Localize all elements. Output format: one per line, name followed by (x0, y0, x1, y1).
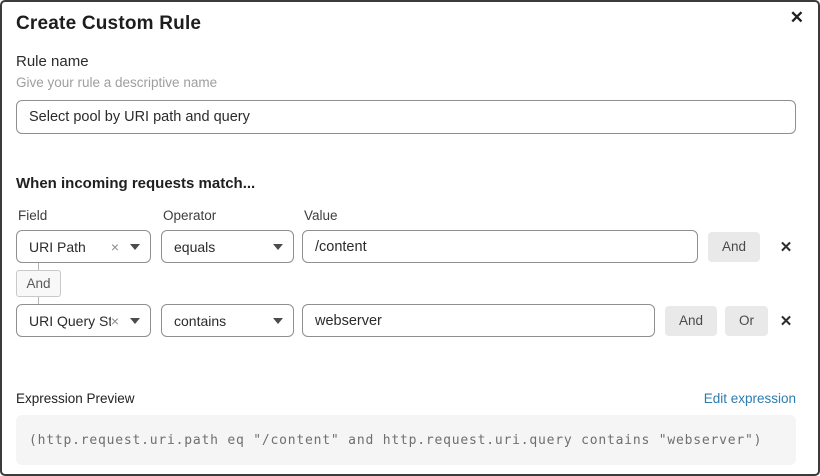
and-button-row-2[interactable]: And (664, 305, 717, 336)
field-select-1-value: URI Path (29, 238, 86, 255)
rule-name-label: Rule name (16, 53, 89, 70)
operator-select-2[interactable]: contains (161, 304, 294, 337)
field-column-label: Field (18, 208, 48, 223)
field-select-2[interactable]: URI Query St... × (16, 304, 151, 337)
match-heading: When incoming requests match... (16, 175, 256, 192)
remove-row-2-icon[interactable]: ✕ (776, 312, 796, 330)
expression-preview-label: Expression Preview (16, 391, 135, 406)
remove-row-1-icon[interactable]: ✕ (776, 238, 796, 256)
match-row-2: URI Query St... × contains And Or ✕ (16, 304, 796, 337)
rule-name-hint: Give your rule a descriptive name (16, 75, 218, 90)
expression-preview-code: (http.request.uri.path eq "/content" and… (16, 415, 796, 465)
operator-select-1[interactable]: equals (161, 230, 294, 263)
value-input-2[interactable] (302, 304, 655, 337)
or-button-row-2[interactable]: Or (725, 305, 768, 336)
value-input-1[interactable] (302, 230, 698, 263)
chevron-down-icon (273, 317, 283, 324)
operator-select-1-value: equals (174, 238, 216, 255)
column-labels: Field Operator Value (16, 208, 796, 223)
rule-name-section: Rule name Give your rule a descriptive n… (16, 53, 796, 134)
and-button-row-1[interactable]: And (707, 231, 760, 262)
dialog-title: Create Custom Rule (16, 13, 202, 34)
close-icon[interactable]: ✕ (789, 8, 804, 27)
and-connector-badge: And (16, 270, 61, 297)
connector-line-top (38, 263, 39, 270)
field-select-2-value: URI Query St... (29, 312, 111, 329)
expression-text: (http.request.uri.path eq "/content" and… (29, 432, 763, 448)
operator-column-label: Operator (163, 208, 217, 223)
chevron-down-icon (130, 317, 140, 324)
connector-line-bottom (38, 297, 39, 304)
chevron-down-icon (273, 243, 283, 250)
clear-icon[interactable]: × (110, 312, 119, 329)
clear-icon[interactable]: × (110, 238, 119, 255)
value-column-label: Value (304, 208, 338, 223)
field-select-1[interactable]: URI Path × (16, 230, 151, 263)
and-connector: And (16, 263, 796, 304)
expression-preview-header: Expression Preview Edit expression (16, 391, 796, 406)
match-row-1: URI Path × equals And ✕ (16, 230, 796, 263)
edit-expression-link[interactable]: Edit expression (703, 391, 796, 406)
rule-name-input[interactable] (16, 100, 796, 134)
operator-select-2-value: contains (174, 312, 227, 329)
chevron-down-icon (130, 243, 140, 250)
